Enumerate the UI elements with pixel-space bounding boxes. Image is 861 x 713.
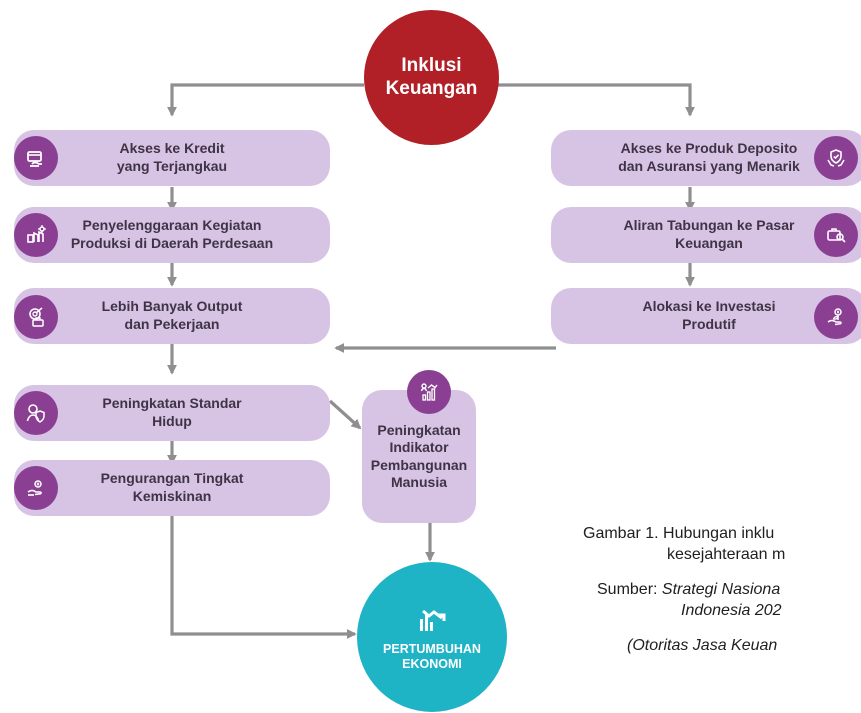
poverty-reduction-node: Pengurangan Tingkat Kemiskinan — [14, 460, 330, 516]
financial-inclusion-label: Inklusi Keuangan — [385, 55, 478, 99]
money-plant-icon — [814, 295, 858, 339]
human-development-node: Peningkatan Indikator Pembangunan Manusi… — [362, 390, 476, 523]
growth-chart-person-icon — [407, 370, 451, 414]
rural-production-label: Penyelenggaraan Kegiatan Produksi di Dae… — [70, 217, 274, 251]
living-standard-label: Peningkatan Standar Hidup — [102, 395, 242, 429]
productive-investment-node: Alokasi ke Investasi Produtif — [551, 288, 861, 344]
credit-access-node: Akses ke Kredit yang Terjangkau — [14, 130, 330, 186]
living-standard-node: Peningkatan Standar Hidup — [14, 385, 330, 441]
rural-production-node: Penyelenggaraan Kegiatan Produksi di Dae… — [14, 207, 330, 263]
output-jobs-node: Lebih Banyak Output dan Pekerjaan — [14, 288, 330, 344]
growth-arrow-icon — [420, 609, 446, 631]
caption-source-title: Strategi Nasiona — [661, 581, 781, 599]
shield-hands-icon — [814, 136, 858, 180]
deposit-insurance-label: Akses ke Produk Deposito dan Asuransi ya… — [618, 140, 800, 174]
savings-flow-label: Aliran Tabungan ke Pasar Keuangan — [623, 217, 795, 251]
savings-flow-node: Aliran Tabungan ke Pasar Keuangan — [551, 207, 861, 263]
credit-card-hand-icon — [14, 136, 58, 180]
financial-inclusion-node: Inklusi Keuangan — [364, 10, 499, 145]
caption-source-prefix: Sumber: — [597, 581, 662, 599]
hand-coin-icon — [14, 466, 58, 510]
output-jobs-label: Lebih Banyak Output dan Pekerjaan — [101, 298, 243, 332]
poverty-reduction-label: Pengurangan Tingkat Kemiskinan — [100, 470, 244, 504]
deposit-insurance-node: Akses ke Produk Deposito dan Asuransi ya… — [551, 130, 861, 186]
connector-poverty-to-growth — [170, 516, 357, 639]
briefcase-search-icon — [814, 213, 858, 257]
caption-line-1: Gambar 1. Hubungan inklu — [583, 525, 775, 542]
target-briefcase-icon — [14, 295, 58, 339]
productive-investment-label: Alokasi ke Investasi Produtif — [642, 298, 776, 332]
connector-top-to-right — [497, 83, 695, 117]
connector-standard-to-middle — [328, 399, 362, 430]
caption-line-4: Indonesia 202 — [681, 602, 782, 620]
caption-line-2: kesejahteraan m — [667, 546, 786, 564]
farm-factory-icon — [14, 213, 58, 257]
caption-line-3: Sumber: Strategi Nasiona — [583, 579, 861, 600]
economic-growth-label: PERTUMBUHAN EKONOMI — [383, 642, 481, 671]
credit-access-label: Akses ke Kredit yang Terjangkau — [116, 140, 228, 174]
figure-caption: Gambar 1. Hubungan inklu kesejahteraan m… — [583, 523, 861, 657]
human-development-label: Peningkatan Indikator Pembangunan Manusi… — [370, 421, 468, 491]
economic-growth-node: PERTUMBUHAN EKONOMI — [357, 562, 507, 712]
caption-line-5: (Otoritas Jasa Keuan — [627, 637, 778, 655]
worker-shield-icon — [14, 391, 58, 435]
connector-top-to-left — [167, 83, 364, 117]
